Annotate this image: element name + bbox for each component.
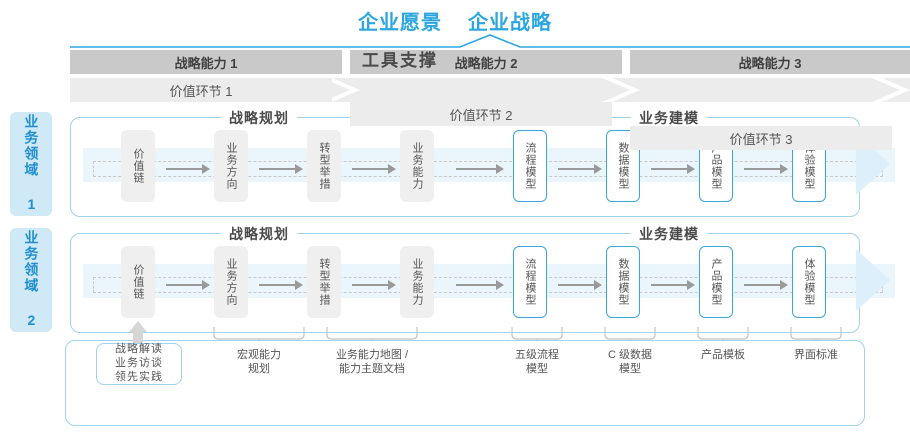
arrow-2-6 [651, 279, 695, 291]
node-transformation-measures-1[interactable]: 转型举措 [307, 130, 341, 202]
section-title-business-modeling-2: 业务建模 [631, 224, 707, 244]
capability-bar-row: 战略能力 1 战略能力 2 战略能力 3 [70, 50, 910, 74]
tool-label-line: 五级流程 [515, 349, 559, 361]
section-title-strategy-planning-1: 战略规划 [221, 108, 297, 128]
tool-label-c-level-data: C 级数据 模型 [585, 348, 675, 377]
tool-label-product-template: 产品模板 [678, 348, 768, 362]
node-label: 产品模型 [710, 258, 723, 306]
tool-uparrow-stem [133, 331, 143, 345]
value-segment-3[interactable]: 价值环节 3 [630, 126, 892, 150]
arrow-2-2 [259, 279, 303, 291]
arrow-2-3 [352, 279, 396, 291]
arrow-1-5 [558, 163, 602, 175]
capability-cell-1[interactable]: 战略能力 1 [70, 50, 342, 74]
node-label: 转型举措 [318, 142, 331, 190]
arrow-1-7 [744, 163, 788, 175]
node-business-direction-2[interactable]: 业务方向 [214, 246, 248, 318]
node-label: 流程模型 [524, 258, 537, 306]
arrow-2-7 [744, 279, 788, 291]
arrow-2-4 [456, 279, 504, 291]
tool-support-title: 工具支撑 [362, 51, 438, 70]
node-product-model-2[interactable]: 产品模型 [699, 246, 733, 318]
node-value-chain-2[interactable]: 价值链 [121, 246, 155, 318]
capability-cell-3[interactable]: 战略能力 3 [630, 50, 910, 74]
node-data-model-2[interactable]: 数据模型 [606, 246, 640, 318]
node-experience-model-2[interactable]: 体验模型 [792, 246, 826, 318]
tent-connector-icon [70, 34, 910, 48]
tool-uparrow-icon [129, 321, 147, 332]
flow-band-arrowhead-2 [856, 249, 890, 311]
header-titles: 企业愿景 企业战略 [0, 6, 910, 35]
node-transformation-measures-2[interactable]: 转型举措 [307, 246, 341, 318]
tool-label-line: C 级数据 [608, 349, 652, 361]
tool-support-container [65, 340, 865, 426]
node-label: 数据模型 [617, 258, 630, 306]
node-process-model-1[interactable]: 流程模型 [513, 130, 547, 202]
node-label: 价值链 [132, 148, 145, 184]
tool-label-capability-map: 业务能力地图 / 能力主题文档 [307, 348, 437, 377]
capability-cell-2[interactable]: 战略能力 2 [350, 50, 622, 74]
title-enterprise-vision: 企业愿景 [358, 12, 442, 34]
tool-label-line: 产品模板 [701, 349, 745, 361]
tool-label-line: 宏观能力 [237, 349, 281, 361]
node-label: 业务方向 [225, 142, 238, 190]
tool-label-line: 能力主题文档 [339, 363, 405, 376]
node-label: 流程模型 [524, 142, 537, 190]
tool-label-five-level-process: 五级流程 模型 [492, 348, 582, 377]
sidebar-label-domain-2: 业务领域 2 [23, 230, 40, 330]
sidebar-item-domain-1[interactable]: 业务领域 1 [10, 112, 52, 216]
tool-pill-line-1: 战略解读 [115, 343, 163, 356]
node-business-capability-2[interactable]: 业务能力 [400, 246, 434, 318]
node-label: 产品模型 [710, 142, 723, 190]
tool-pill-line-2: 业务访谈 [115, 357, 163, 370]
node-label: 业务方向 [225, 258, 238, 306]
title-enterprise-strategy: 企业战略 [468, 12, 552, 34]
node-label: 体验模型 [803, 258, 816, 306]
tool-label-macro-capability: 宏观能力 规划 [209, 348, 309, 377]
node-business-capability-1[interactable]: 业务能力 [400, 130, 434, 202]
domain-row-2: 战略规划 业务建模 价值链 业务方向 转型举措 业务能力 流程模型 数据模型 产… [70, 224, 895, 333]
node-label: 业务能力 [411, 258, 424, 306]
value-segment-row: 价值环节 1 价值环节 2 价值环节 3 [70, 78, 910, 150]
section-title-strategy-planning-2: 战略规划 [221, 224, 297, 244]
node-process-model-2[interactable]: 流程模型 [513, 246, 547, 318]
arrow-1-3 [352, 163, 396, 175]
arrow-1-1 [166, 163, 210, 175]
tool-label-line: 模型 [526, 363, 548, 376]
arrow-2-5 [558, 279, 602, 291]
arrow-2-1 [166, 279, 210, 291]
tool-label-line: 规划 [248, 363, 270, 376]
tool-label-line: 模型 [619, 363, 641, 376]
node-label: 体验模型 [803, 142, 816, 190]
sidebar-label-domain-1: 业务领域 1 [23, 114, 40, 214]
node-label: 业务能力 [411, 142, 424, 190]
arrow-1-6 [651, 163, 695, 175]
brace-connectors-icon [213, 327, 842, 347]
node-label: 数据模型 [617, 142, 630, 190]
tool-label-line: 业务能力地图 / [335, 349, 409, 361]
arrow-1-4 [456, 163, 504, 175]
sidebar-item-domain-2[interactable]: 业务领域 2 [10, 228, 52, 332]
node-value-chain-1[interactable]: 价值链 [121, 130, 155, 202]
node-label: 价值链 [132, 264, 145, 300]
tool-label-ui-standard: 界面标准 [771, 348, 861, 362]
tool-pill-line-3: 领先实践 [115, 370, 163, 383]
value-segment-2[interactable]: 价值环节 2 [350, 102, 612, 126]
tool-label-line: 界面标准 [794, 349, 838, 361]
section-title-business-modeling-1: 业务建模 [631, 108, 707, 128]
node-label: 转型举措 [318, 258, 331, 306]
arrow-1-2 [259, 163, 303, 175]
value-segment-1[interactable]: 价值环节 1 [70, 78, 332, 102]
node-business-direction-1[interactable]: 业务方向 [214, 130, 248, 202]
tool-pill-strategy[interactable]: 战略解读 业务访谈 领先实践 [96, 343, 182, 385]
